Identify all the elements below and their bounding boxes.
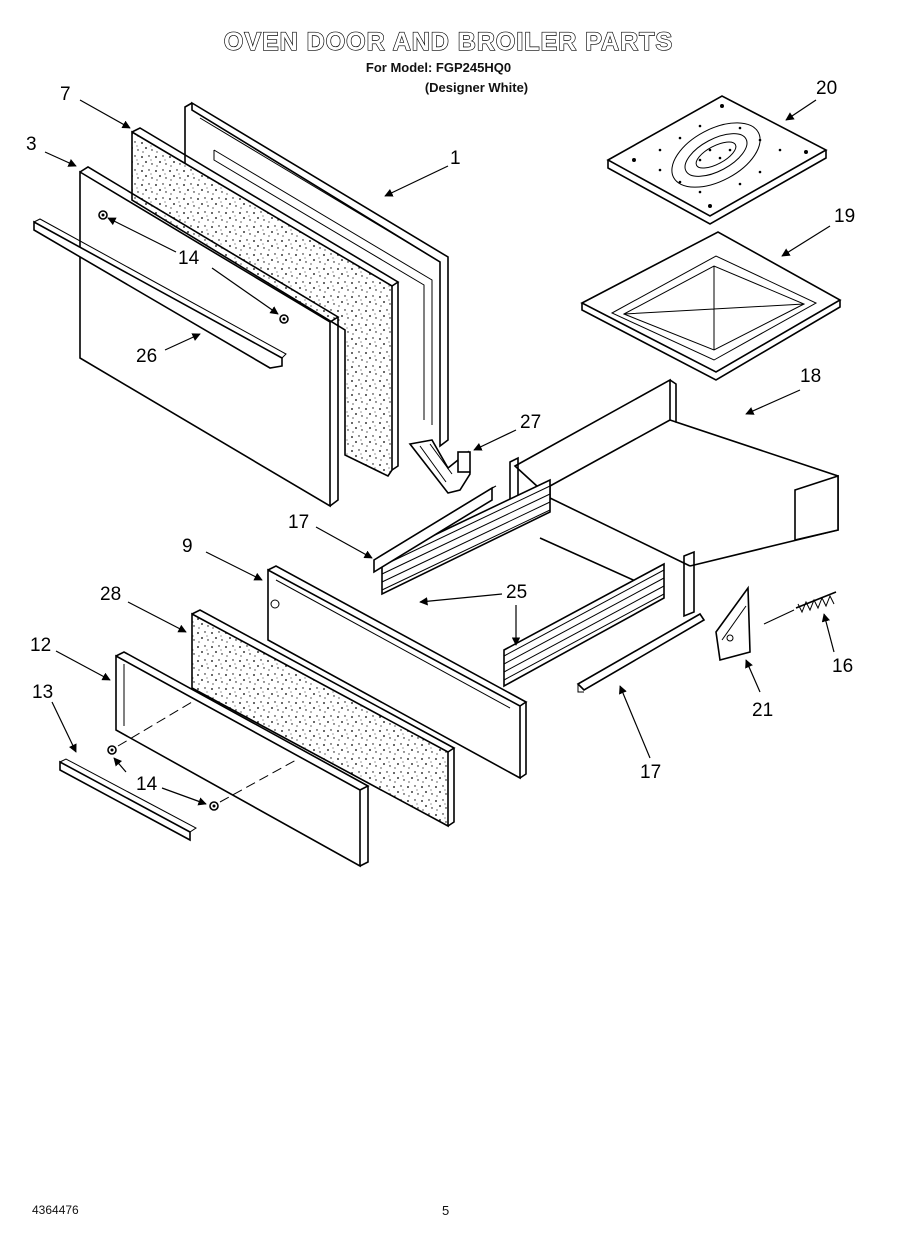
callout-17-lower: 17 bbox=[640, 762, 661, 783]
callout-12: 12 bbox=[30, 635, 51, 656]
part-26-handle-bar bbox=[33, 218, 287, 369]
callout-27: 27 bbox=[520, 412, 541, 433]
page-title: OVEN DOOR AND BROILER PARTS bbox=[223, 27, 674, 56]
callout-21: 21 bbox=[752, 700, 773, 721]
callout-16: 16 bbox=[832, 656, 853, 677]
callout-28: 28 bbox=[100, 584, 121, 605]
part-3-outer-door-panel bbox=[79, 166, 340, 508]
callout-1: 1 bbox=[450, 148, 461, 169]
part-25-slide-left bbox=[381, 478, 551, 596]
callout-3: 3 bbox=[26, 134, 37, 155]
callout-20: 20 bbox=[816, 78, 837, 99]
part-16-spring bbox=[763, 591, 837, 625]
part-20-broiler-grid bbox=[606, 95, 828, 225]
document-number: 4364476 bbox=[32, 1203, 79, 1217]
callout-7: 7 bbox=[60, 84, 71, 105]
part-14-screws-lower bbox=[107, 701, 297, 811]
callout-14-upper: 14 bbox=[178, 248, 200, 269]
part-14-screws-upper bbox=[98, 210, 289, 324]
callout-17-upper: 17 bbox=[288, 512, 309, 533]
page-number: 5 bbox=[442, 1203, 450, 1218]
callout-25: 25 bbox=[506, 582, 527, 603]
callout-26: 26 bbox=[136, 346, 157, 367]
part-7-insulation bbox=[131, 127, 400, 478]
callout-13: 13 bbox=[32, 682, 53, 703]
color-line: (Designer White) bbox=[424, 80, 529, 95]
part-1-inner-door-frame bbox=[184, 101, 449, 448]
part-9-broiler-door-inner bbox=[267, 565, 528, 780]
part-13-handle-bar-lower bbox=[59, 758, 197, 842]
part-25-slide-right bbox=[503, 562, 665, 688]
callout-19: 19 bbox=[834, 206, 855, 227]
callout-9: 9 bbox=[182, 536, 193, 557]
callout-18: 18 bbox=[800, 366, 821, 387]
leader-lines bbox=[44, 99, 835, 806]
part-28-broiler-insulation bbox=[191, 609, 456, 828]
part-17-strip-lower bbox=[576, 612, 706, 693]
callout-14-lower: 14 bbox=[136, 774, 158, 795]
part-18-drawer-box bbox=[509, 378, 839, 618]
part-21-bracket bbox=[715, 585, 751, 662]
model-line: For Model: FGP245HQ0 bbox=[365, 60, 512, 75]
part-19-broiler-pan bbox=[580, 231, 842, 381]
part-17-strip-upper bbox=[373, 485, 497, 574]
part-27-hinge bbox=[408, 439, 471, 494]
part-12-broiler-door-frame bbox=[115, 651, 370, 868]
